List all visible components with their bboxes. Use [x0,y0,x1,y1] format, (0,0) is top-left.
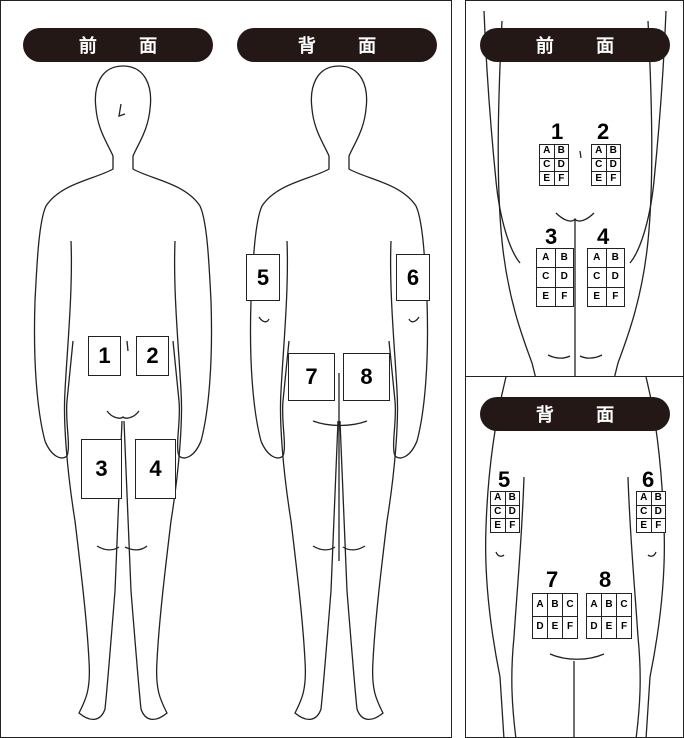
site-2-box: 2 [136,336,169,376]
grid-cell: E [548,617,562,639]
grid-cell: C [617,594,631,616]
grid-cell: D [555,159,569,172]
site-2-label: 2 [597,121,609,143]
grid-cell: E [637,519,651,532]
site-6-label: 6 [642,469,654,491]
grid-cell: B [607,249,625,267]
grid-cell: F [563,617,577,639]
grid-cell: B [607,145,621,158]
grid-cell: F [506,519,520,532]
grid-cell: A [592,145,606,158]
zoom-front-header: 前 面 [480,28,670,62]
site-4-label: 4 [597,226,609,248]
grid-cell: B [602,594,616,616]
grid-cell: B [652,492,666,505]
grid-cell: F [556,288,574,306]
grid-cell: F [652,519,666,532]
grid-cell: A [491,492,505,505]
grid-cell: A [587,594,601,616]
site-7-box: 7 [288,353,335,401]
grid-cell: D [533,617,547,639]
grid-cell: C [637,506,651,519]
grid-cell: D [587,617,601,639]
grid-cell: D [607,159,621,172]
grid-cell: D [607,268,625,286]
site-1-box: 1 [88,336,121,376]
grid-cell: E [588,288,606,306]
site-8-box: 8 [343,353,390,401]
grid-cell: C [588,268,606,286]
body-diagram-panel: 前 面 背 面 1 2 3 4 5 [0,0,452,738]
grid-cell: C [592,159,606,172]
grid-cell: E [602,617,616,639]
grid-cell: F [607,288,625,306]
grid-cell: F [617,617,631,639]
grid-cell: A [540,145,554,158]
grid-cell: E [592,172,606,185]
grid-cell: A [537,249,555,267]
site-3-box: 3 [81,439,122,499]
grid-cell: B [548,594,562,616]
grid-cell: C [537,268,555,286]
back-figure [250,66,427,719]
grid-cell: A [588,249,606,267]
back-zoom-outline [466,377,684,738]
grid-cell: F [607,172,621,185]
grid-cell: D [506,506,520,519]
grid-cell: B [506,492,520,505]
site-1-label: 1 [551,121,563,143]
grid-cell: A [533,594,547,616]
front-figure [34,66,211,719]
grid-cell: E [540,172,554,185]
grid-cell: F [555,172,569,185]
site-5-box: 5 [246,254,280,301]
site-5-label: 5 [498,469,510,491]
grid-cell: D [556,268,574,286]
site-7-label: 7 [546,569,558,591]
grid-cell: C [491,506,505,519]
grid-cell: D [652,506,666,519]
site-8-label: 8 [599,569,611,591]
grid-cell: C [563,594,577,616]
site-6-box: 6 [396,254,430,301]
grid-cell: B [556,249,574,267]
grid-cell: E [491,519,505,532]
zoom-back-header: 背 面 [480,397,670,431]
grid-cell: B [555,145,569,158]
grid-cell: E [537,288,555,306]
site-4-box: 4 [135,439,176,499]
grid-cell: A [637,492,651,505]
grid-cell: C [540,159,554,172]
site-3-label: 3 [545,226,557,248]
